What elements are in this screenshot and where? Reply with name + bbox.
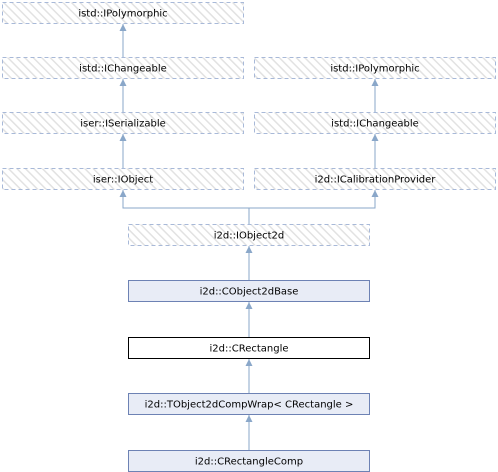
class-node-label: i2d::TObject2dCompWrap< CRectangle >	[145, 400, 354, 411]
class-node[interactable]: iser::IObject	[2, 168, 244, 190]
class-node-box	[128, 280, 370, 302]
class-node-box	[254, 112, 496, 134]
class-node-label: istd::IChangeable	[331, 119, 419, 130]
class-node[interactable]: i2d::CObject2dBase	[128, 280, 370, 302]
class-node[interactable]: istd::IChangeable	[2, 57, 244, 79]
class-node[interactable]: i2d::TObject2dCompWrap< CRectangle >	[128, 393, 370, 415]
edges-layer	[119, 24, 379, 450]
class-node-box	[128, 224, 370, 246]
class-node-label: iser::IObject	[93, 175, 153, 186]
class-node-label: i2d::CRectangleComp	[195, 457, 303, 468]
inheritance-edge	[248, 190, 379, 224]
class-node-box	[128, 337, 370, 359]
class-node[interactable]: istd::IPolymorphic	[2, 2, 244, 24]
inheritance-edge	[119, 190, 250, 224]
class-node-label: istd::IPolymorphic	[330, 64, 419, 75]
class-node[interactable]: iser::ISerializable	[2, 112, 244, 134]
class-node[interactable]: istd::IChangeable	[254, 112, 496, 134]
class-node[interactable]: i2d::IObject2d	[128, 224, 370, 246]
class-node[interactable]: i2d::CRectangleComp	[128, 450, 370, 472]
class-node[interactable]: istd::IPolymorphic	[254, 57, 496, 79]
class-node-box	[128, 393, 370, 415]
class-node[interactable]: i2d::ICalibrationProvider	[254, 168, 496, 190]
class-node-label: istd::IChangeable	[79, 64, 167, 75]
class-node-box	[2, 112, 244, 134]
class-node: i2d::CRectangle	[128, 337, 370, 359]
class-node-label: istd::IPolymorphic	[78, 9, 167, 20]
class-node-box	[2, 57, 244, 79]
class-node-label: i2d::ICalibrationProvider	[315, 175, 437, 186]
class-node-label: i2d::CRectangle	[209, 344, 288, 355]
class-node-box	[254, 168, 496, 190]
class-node-label: iser::ISerializable	[80, 119, 166, 130]
class-node-label: i2d::IObject2d	[214, 231, 284, 242]
class-node-box	[254, 57, 496, 79]
class-node-label: i2d::CObject2dBase	[200, 287, 299, 298]
class-node-box	[2, 2, 244, 24]
class-node-box	[2, 168, 244, 190]
